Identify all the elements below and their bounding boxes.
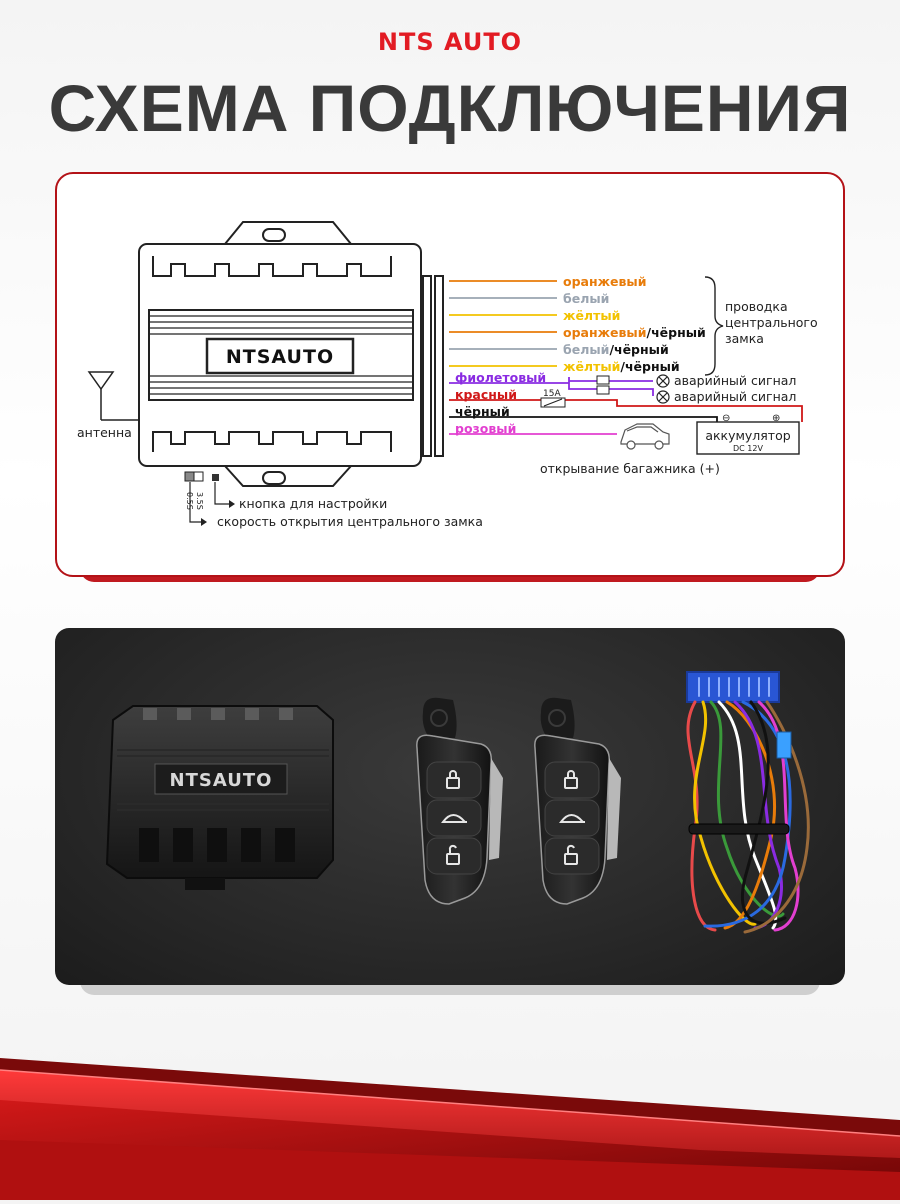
wire-label-5: белый (563, 342, 609, 357)
wire-label-3: жёлтый (563, 308, 620, 323)
switch-block-2 (193, 471, 204, 482)
svg-text:белый: белый (563, 291, 609, 306)
battery-icon (696, 421, 800, 455)
central-lock-label: проводка центрального замка (725, 299, 818, 346)
switch-block-1 (184, 471, 195, 482)
wire-label-1: оранжевый (563, 274, 647, 289)
trunk-label: открывание багажника (+) (540, 461, 720, 476)
speed-label: скорость открытия центрального замка (217, 514, 483, 529)
wire-label-6-suffix: /чёрный (620, 359, 679, 374)
key-fob-2 (533, 696, 622, 905)
wire-line-8 (449, 399, 803, 422)
svg-text:оранжевый/чёрный: оранжевый/чёрный (563, 325, 706, 340)
wire-label-5-suffix: /чёрный (609, 342, 668, 357)
control-unit-drawing (138, 221, 444, 487)
product-photo: NTSAUTO (105, 671, 810, 934)
svg-text:чёрный: чёрный (455, 404, 510, 419)
svg-text:замка: замка (725, 331, 764, 346)
brace (704, 276, 724, 376)
svg-text:оранжевый: оранжевый (563, 274, 647, 289)
wiring-diagram-panel: NTSAUTO антенна оранжевый белый жёлтый о… (55, 172, 845, 577)
antenna-label: антенна (77, 425, 132, 440)
wire-label-7: фиолетовый (455, 370, 546, 385)
lamp-icon-1 (656, 374, 670, 388)
svg-text:центрального: центрального (725, 315, 818, 330)
svg-text:проводка: проводка (725, 299, 788, 314)
svg-text:красный: красный (455, 387, 517, 402)
product-photo-panel: NTSAUTO (55, 628, 845, 985)
wiring-diagram: NTSAUTO антенна оранжевый белый жёлтый о… (77, 221, 818, 529)
svg-text:жёлтый/чёрный: жёлтый/чёрный (563, 359, 680, 374)
setup-button-icon (212, 474, 219, 481)
svg-text:белый/чёрный: белый/чёрный (563, 342, 669, 357)
wire-label-9: чёрный (455, 404, 510, 419)
unit-logo: NTSAUTO (226, 346, 334, 368)
wire-labels: оранжевый белый жёлтый оранжевый/чёрный … (455, 274, 706, 436)
wire-label-8: красный (455, 387, 517, 402)
svg-text:фиолетовый: фиолетовый (455, 370, 546, 385)
wire-label-4-suffix: /чёрный (647, 325, 706, 340)
key-fob-1 (416, 697, 503, 905)
wire-label-10: розовый (455, 421, 516, 436)
footer-decoration (0, 1040, 900, 1200)
wiring-harness-photo (686, 671, 810, 934)
wire-line-9 (449, 416, 718, 422)
svg-text:⊖: ⊖ (722, 413, 730, 424)
car-trunk-icon (620, 423, 670, 450)
wire-label-2: белый (563, 291, 609, 306)
wire-label-4: оранжевый (563, 325, 647, 340)
fuse-label: 15A (543, 389, 561, 399)
brand-logo: NTS AUTO (377, 28, 523, 56)
control-box-photo: NTSAUTO (105, 705, 334, 890)
lamp-icon-2 (656, 390, 670, 404)
wire-label-6: жёлтый (563, 359, 620, 374)
svg-text:розовый: розовый (455, 421, 516, 436)
hazard-wires (568, 377, 654, 396)
battery-sub: DC 12V (733, 444, 763, 453)
page-title: СХЕМА ПОДКЛЮЧЕНИЯ (48, 71, 852, 145)
switch-label-a: 3.5S (195, 492, 204, 510)
hazard-label-1: аварийный сигнал (674, 373, 796, 388)
photo-unit-logo: NTSAUTO (170, 770, 273, 791)
antenna-icon (87, 371, 139, 421)
wire-lines (449, 280, 803, 435)
setup-button-label: кнопка для настройки (239, 496, 387, 511)
diode-2 (596, 385, 610, 395)
battery-label: аккумулятор (705, 428, 790, 443)
svg-text:жёлтый: жёлтый (563, 308, 620, 323)
hazard-label-2: аварийный сигнал (674, 389, 796, 404)
svg-text:⊕: ⊕ (772, 413, 780, 424)
diode-1 (596, 375, 610, 385)
